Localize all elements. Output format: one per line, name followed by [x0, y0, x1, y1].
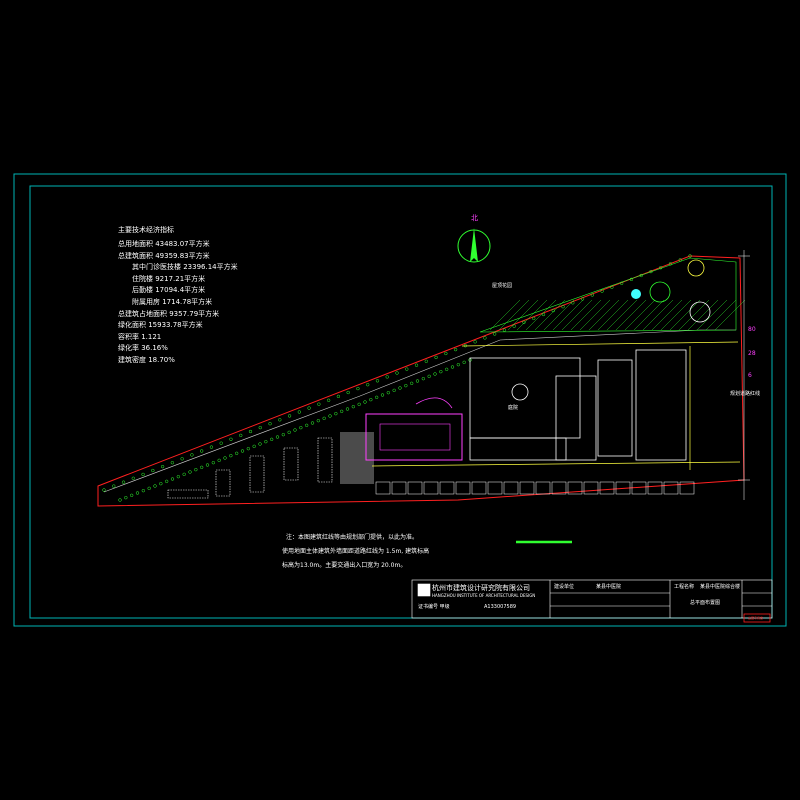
- tech-table-row: 总建筑占地面积 9357.79平方米: [118, 309, 220, 318]
- tech-table-title: 主要技术经济指标: [118, 226, 174, 234]
- south-strip: [375, 481, 695, 495]
- roads: [371, 341, 741, 470]
- certificate-left: 证书编号 甲级: [418, 604, 450, 610]
- tech-table-row: 建筑密度 18.70%: [118, 356, 175, 364]
- stamp-label: 出图专用章: [748, 616, 764, 620]
- tech-table-row: 住院楼 9217.21平方米: [132, 274, 206, 283]
- paved-area: [340, 432, 374, 484]
- stamp-box: [743, 613, 771, 623]
- note-line: 使用地面主体建筑外墙面距道路红线为 1.5m, 建筑标高: [282, 548, 430, 555]
- outpatient-building: [365, 397, 463, 461]
- drawing-name: 总平面布置图: [690, 600, 721, 606]
- project-label: 建设单位: [554, 584, 575, 590]
- parking-stalls: [167, 437, 333, 499]
- side-dimension: 80: [748, 326, 756, 333]
- note-line: 注：本图建筑红线等由规划部门提供，以此为准。: [286, 534, 419, 541]
- project-name: 某县中医院: [596, 584, 622, 590]
- tech-table-row: 其中门诊医技楼 23396.14平方米: [132, 263, 238, 272]
- company-name: 杭州市建筑设计研究院有限公司: [432, 584, 530, 592]
- title-block: [411, 579, 773, 619]
- tech-table-row: 后勤楼 17094.4平方米: [132, 286, 206, 295]
- roof-garden: [479, 257, 746, 333]
- tech-table-row: 容积率 1.121: [118, 332, 162, 341]
- company-name-en: HANGZHOU INSTITUTE OF ARCHITECTURAL DESI…: [432, 593, 536, 598]
- garden-label: 屋顶花园: [492, 283, 513, 289]
- note-line: 标高为13.0m。主要交通出入口宽为 20.0m。: [282, 562, 407, 569]
- tree-row-west: [102, 254, 692, 502]
- certificate-right: A133007589: [484, 604, 517, 610]
- site-inner-boundary: [103, 329, 736, 493]
- courtyard-label: 庭院: [508, 405, 519, 411]
- east-dimension-a: 28: [748, 350, 756, 357]
- north-label: 北: [471, 214, 478, 222]
- tech-table-row: 绿化率 36.16%: [118, 344, 168, 353]
- main-buildings: [469, 349, 687, 461]
- project-name-2: 某县中医院综合楼: [700, 584, 741, 590]
- drawing-label: 工程名称: [674, 584, 695, 590]
- road-label: 规划道路红线: [730, 391, 761, 397]
- outer-frame: [13, 173, 787, 627]
- east-dimension: [738, 250, 750, 500]
- east-dimension-b: 6: [748, 372, 752, 379]
- tech-table-row: 总建筑面积 49359.83平方米: [118, 251, 210, 260]
- tech-table-row: 总用地面积 43483.07平方米: [118, 240, 210, 248]
- inner-frame: [29, 185, 773, 619]
- tech-table-row: 绿化面积 15933.78平方米: [118, 321, 203, 330]
- north-arrow-icon: [457, 228, 491, 263]
- tech-table-row: 附属用房 1714.78平方米: [132, 298, 213, 306]
